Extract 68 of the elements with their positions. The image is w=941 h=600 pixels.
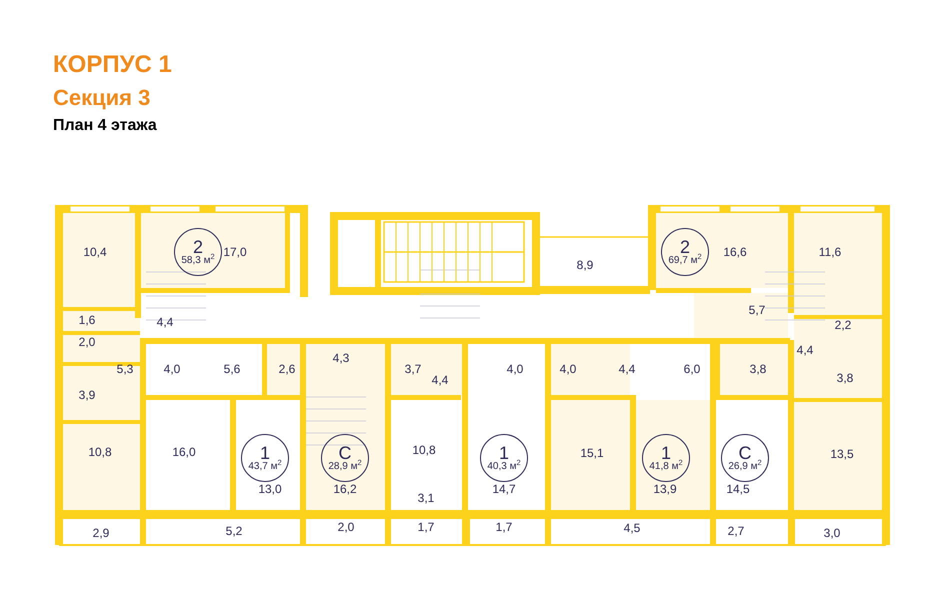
apartment-badge <box>321 434 369 482</box>
room-area: 2,0 <box>338 521 354 533</box>
room-area: 5,6 <box>224 363 240 375</box>
room-area: 3,7 <box>404 363 422 375</box>
room-area: 2,9 <box>92 527 110 539</box>
room-area: 13,0 <box>258 483 282 495</box>
apartment-area: 28,9 м$^{2}$ <box>328 462 362 472</box>
apartment-badge <box>174 228 222 276</box>
room-area: 4,4 <box>432 374 448 386</box>
floor-heading: План 4 этажа <box>53 116 157 136</box>
room-count: 2 <box>680 238 690 256</box>
room-area: 2,6 <box>278 363 296 375</box>
apartment-badge <box>241 434 289 482</box>
apartment-badge <box>721 434 769 482</box>
room-area: 10,8 <box>412 444 436 456</box>
apartment-badge <box>642 434 690 482</box>
room-count: 1 <box>260 444 270 462</box>
room-count: 1 <box>660 444 671 462</box>
apartment-area: 43,7 м$^{2}$ <box>248 462 282 472</box>
room-area: 3,0 <box>824 527 840 539</box>
room-area: 3,8 <box>836 372 854 384</box>
room-area: 2,2 <box>834 319 852 331</box>
room-area: 2,0 <box>78 336 96 348</box>
room-area: 16,6 <box>723 246 747 258</box>
room-area: 16,2 <box>333 483 357 495</box>
room-area: 10,8 <box>88 446 112 458</box>
room-area: 4,0 <box>506 363 524 375</box>
room-area: 3,1 <box>418 492 434 504</box>
section-heading: Секция 3 <box>53 84 150 112</box>
room-area: 14,7 <box>492 483 516 495</box>
room-area: 4,3 <box>332 352 350 364</box>
room-area: 5,7 <box>748 304 766 316</box>
room-count: С <box>338 444 352 462</box>
room-area: 2,7 <box>728 525 744 537</box>
apartment-area: 41,8 м$^{2}$ <box>649 462 683 472</box>
room-area: 4,0 <box>560 363 576 375</box>
room-area: 3,9 <box>78 389 96 401</box>
room-area: 4,4 <box>156 316 174 328</box>
room-area: 13,5 <box>830 448 854 460</box>
apartment-area: 69,7 м$^{2}$ <box>668 256 702 266</box>
room-count: 1 <box>498 444 509 462</box>
room-area: 8,9 <box>576 259 594 271</box>
apartment-area: 26,9 м$^{2}$ <box>728 462 762 472</box>
room-area: 1,7 <box>418 521 434 533</box>
room-area: 4,0 <box>164 363 180 375</box>
room-area: 10,4 <box>83 246 107 258</box>
apartment-area: 58,3 м$^{2}$ <box>181 256 215 266</box>
room-count: 2 <box>192 238 203 256</box>
room-area: 14,5 <box>726 483 750 495</box>
room-area: 1,7 <box>496 521 512 533</box>
room-count: С <box>738 444 752 462</box>
room-area: 4,4 <box>796 344 814 356</box>
room-area: 11,6 <box>818 246 842 258</box>
room-area: 15,1 <box>580 447 604 459</box>
room-area: 4,5 <box>624 522 640 534</box>
room-area: 5,3 <box>116 363 134 375</box>
room-area: 3,8 <box>750 363 766 375</box>
apartment-area: 40,3 м$^{2}$ <box>487 462 521 472</box>
room-area: 17,0 <box>223 246 247 258</box>
apartment-badge <box>480 434 528 482</box>
plan-title: КОРПУС 1 <box>53 50 172 80</box>
room-area: 16,0 <box>172 446 196 458</box>
room-area: 5,2 <box>226 525 242 537</box>
room-area: 6,0 <box>684 363 700 375</box>
apartment-badge <box>661 228 709 276</box>
room-area: 13,9 <box>653 483 677 495</box>
room-area: 1,6 <box>78 314 96 326</box>
room-area: 4,4 <box>618 363 636 375</box>
